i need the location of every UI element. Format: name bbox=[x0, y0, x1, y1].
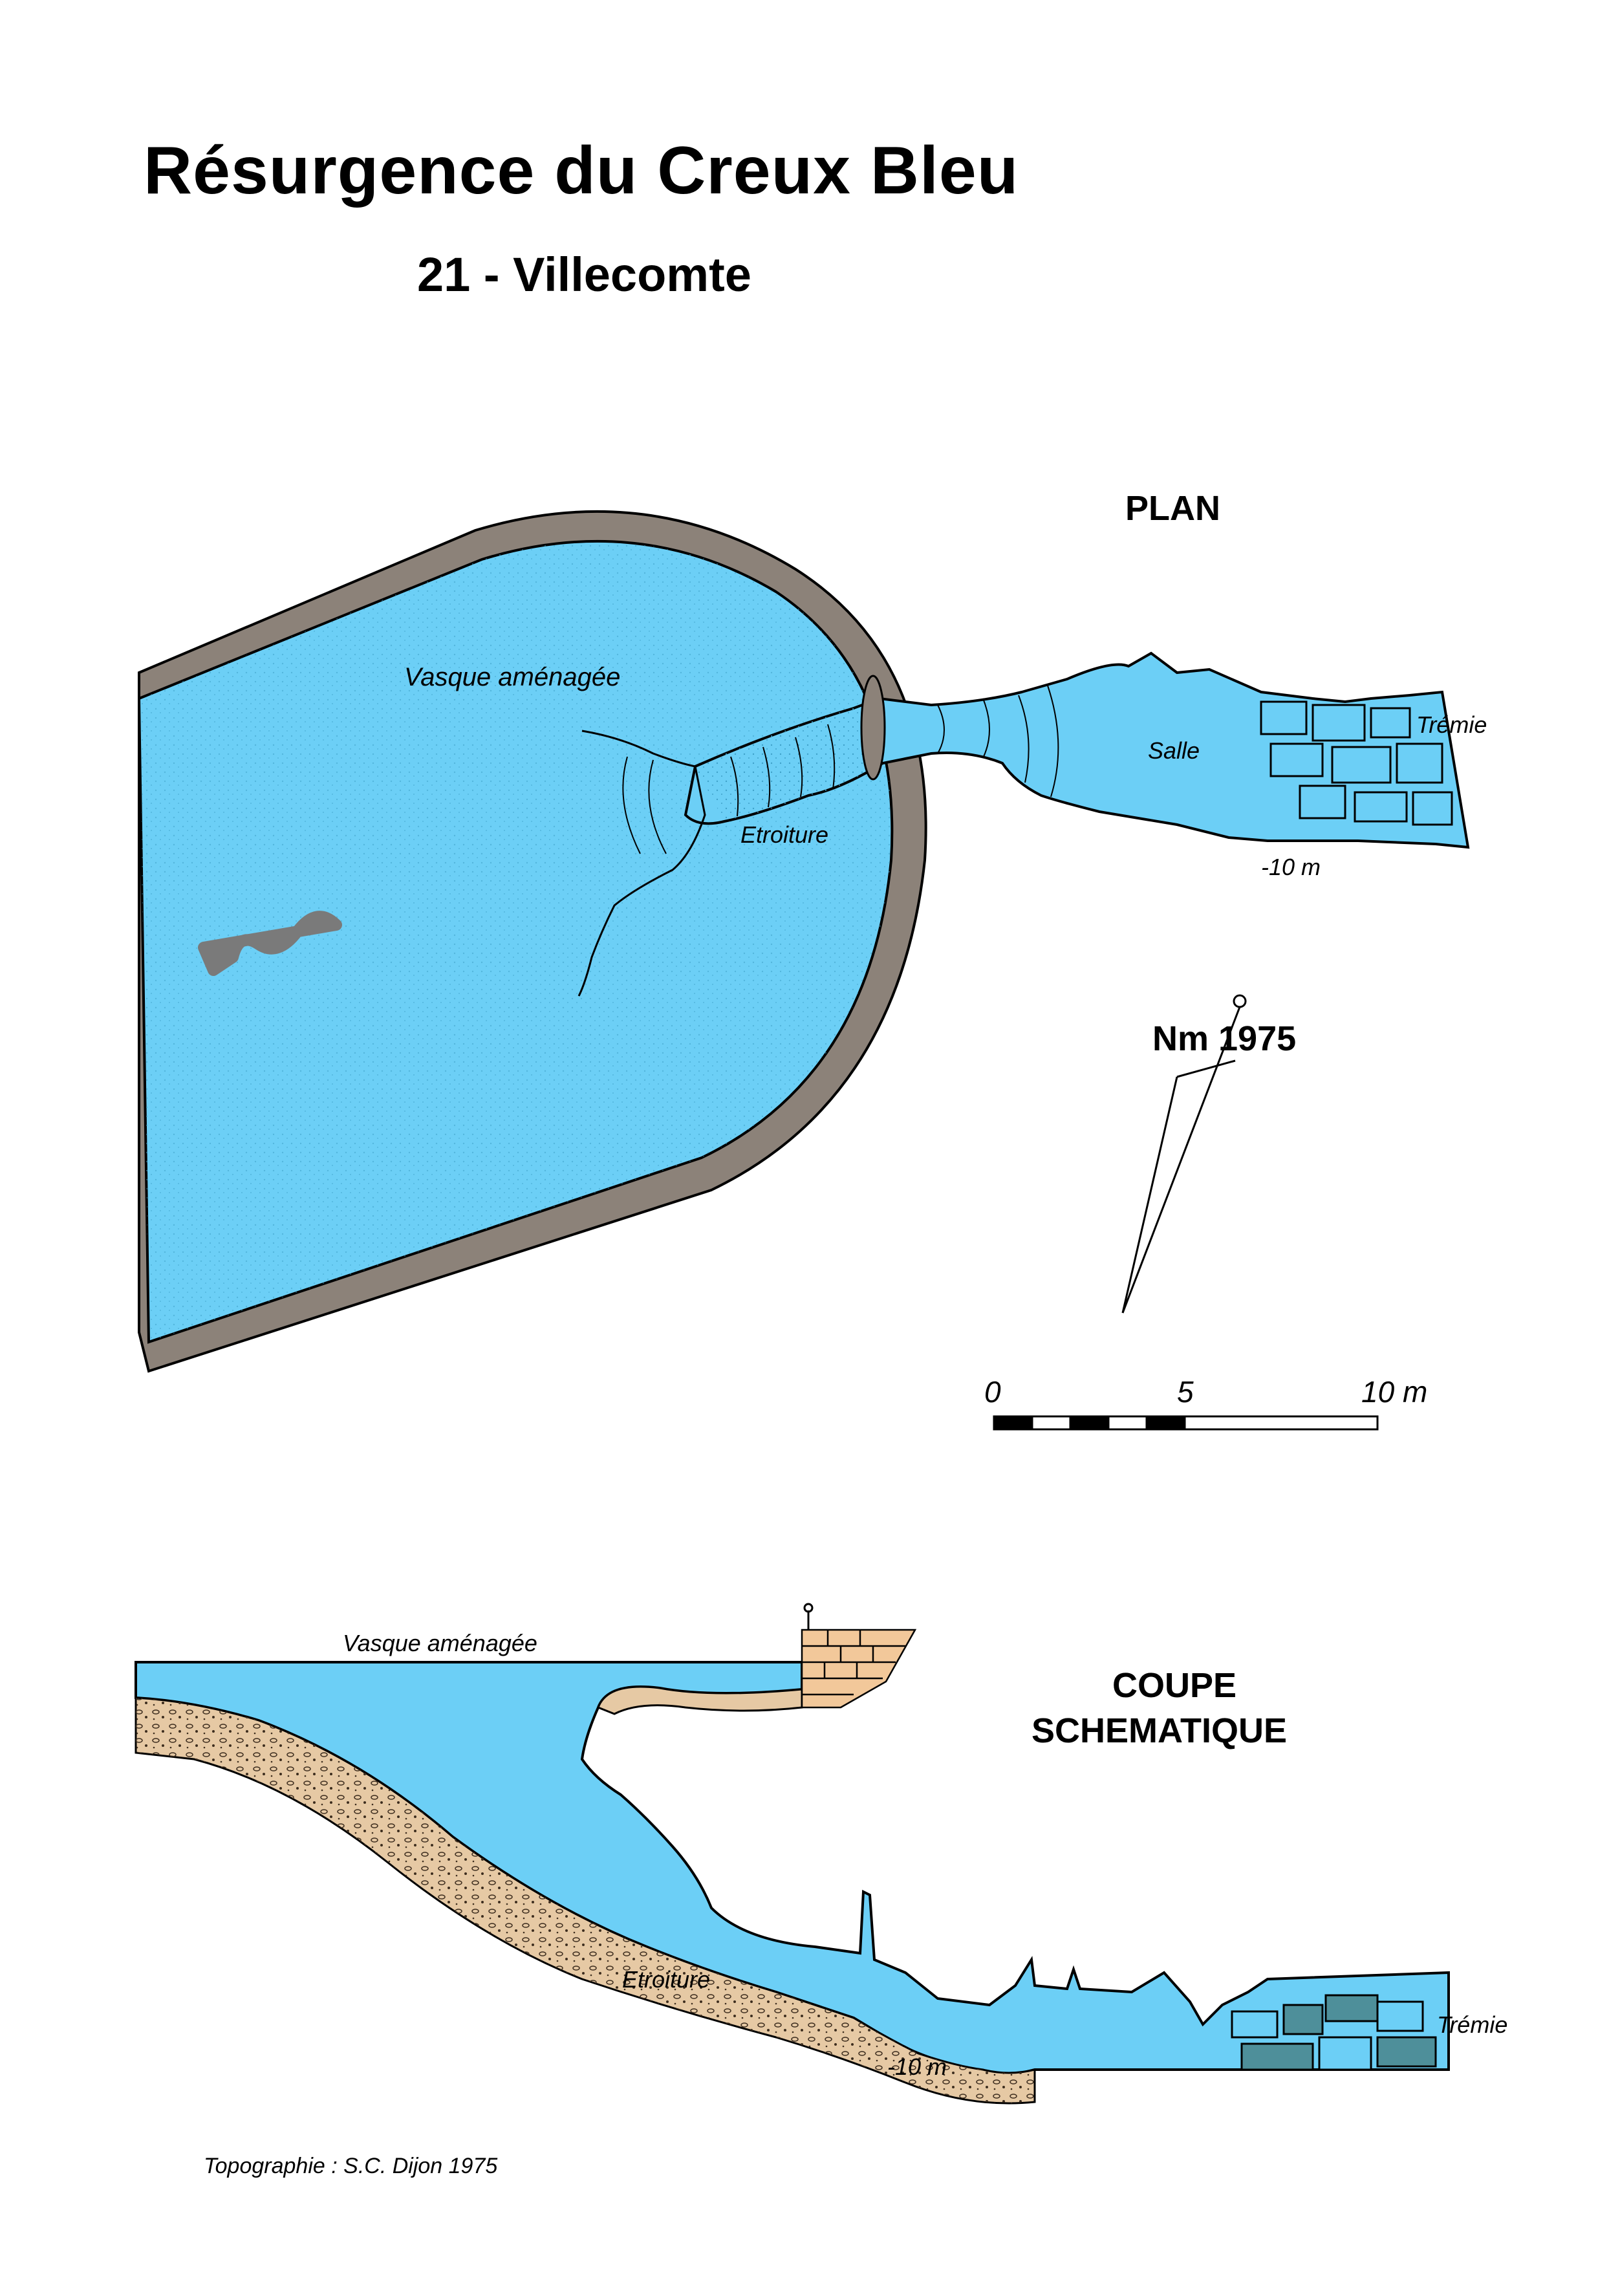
plan-heading: PLAN bbox=[1125, 489, 1220, 528]
section-depth-label: -10 m bbox=[887, 2053, 947, 2080]
north-arrow bbox=[1121, 994, 1247, 1314]
flow-arrow bbox=[198, 911, 342, 976]
section-basin-label: Vasque aménagée bbox=[343, 1630, 537, 1656]
scale-bar bbox=[993, 1415, 1379, 1431]
plan-view-drawing bbox=[137, 510, 1470, 1431]
plan-hall-label: Salle bbox=[1148, 737, 1200, 764]
north-label: Nm 1975 bbox=[1152, 1019, 1297, 1058]
plan-narrows-label: Etroiture bbox=[740, 821, 829, 848]
plan-basin-label: Vasque aménagée bbox=[404, 663, 621, 691]
section-collapse-blocks bbox=[1231, 1994, 1437, 2071]
survey-credit: Topographie : S.C. Dijon 1975 bbox=[204, 2154, 498, 2178]
scale-tick-5: 5 bbox=[1177, 1375, 1194, 1409]
section-collapse-label: Trémie bbox=[1437, 2011, 1508, 2038]
scale-tick-10: 10 m bbox=[1361, 1375, 1428, 1409]
section-heading-line2: SCHEMATIQUE bbox=[1031, 1711, 1288, 1750]
plan-collapse-label: Trémie bbox=[1416, 711, 1487, 738]
cave-survey-sheet: Résurgence du Creux Bleu 21 - Villecomte bbox=[135, 133, 1508, 2178]
page-subtitle: 21 - Villecomte bbox=[417, 248, 751, 301]
masonry-wall bbox=[801, 1629, 917, 1709]
section-heading-line1: COUPE bbox=[1112, 1666, 1237, 1705]
section-view-drawing bbox=[135, 1603, 1450, 2105]
page-title: Résurgence du Creux Bleu bbox=[144, 133, 1019, 208]
scale-tick-0: 0 bbox=[984, 1375, 1001, 1409]
plan-depth-label: -10 m bbox=[1261, 854, 1321, 880]
section-narrows-label: Etroiture bbox=[622, 1966, 711, 1993]
